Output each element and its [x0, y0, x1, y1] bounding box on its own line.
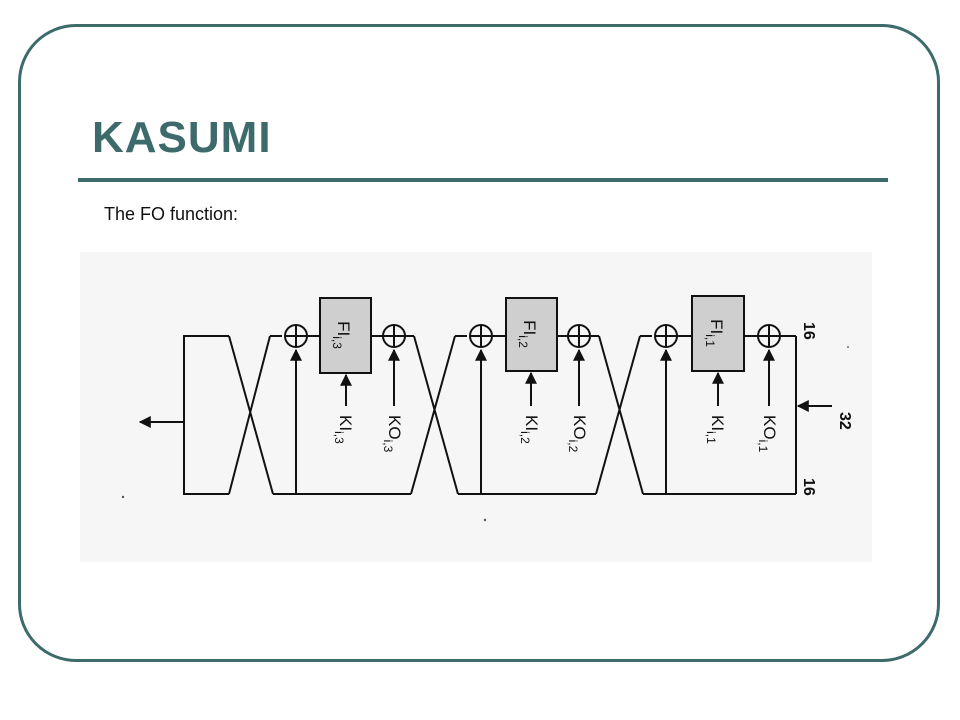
- slide-title: KASUMI: [92, 113, 272, 162]
- diagram-panel: [80, 252, 872, 562]
- title-divider: [78, 178, 888, 182]
- slide-subtitle: The FO function:: [104, 204, 239, 224]
